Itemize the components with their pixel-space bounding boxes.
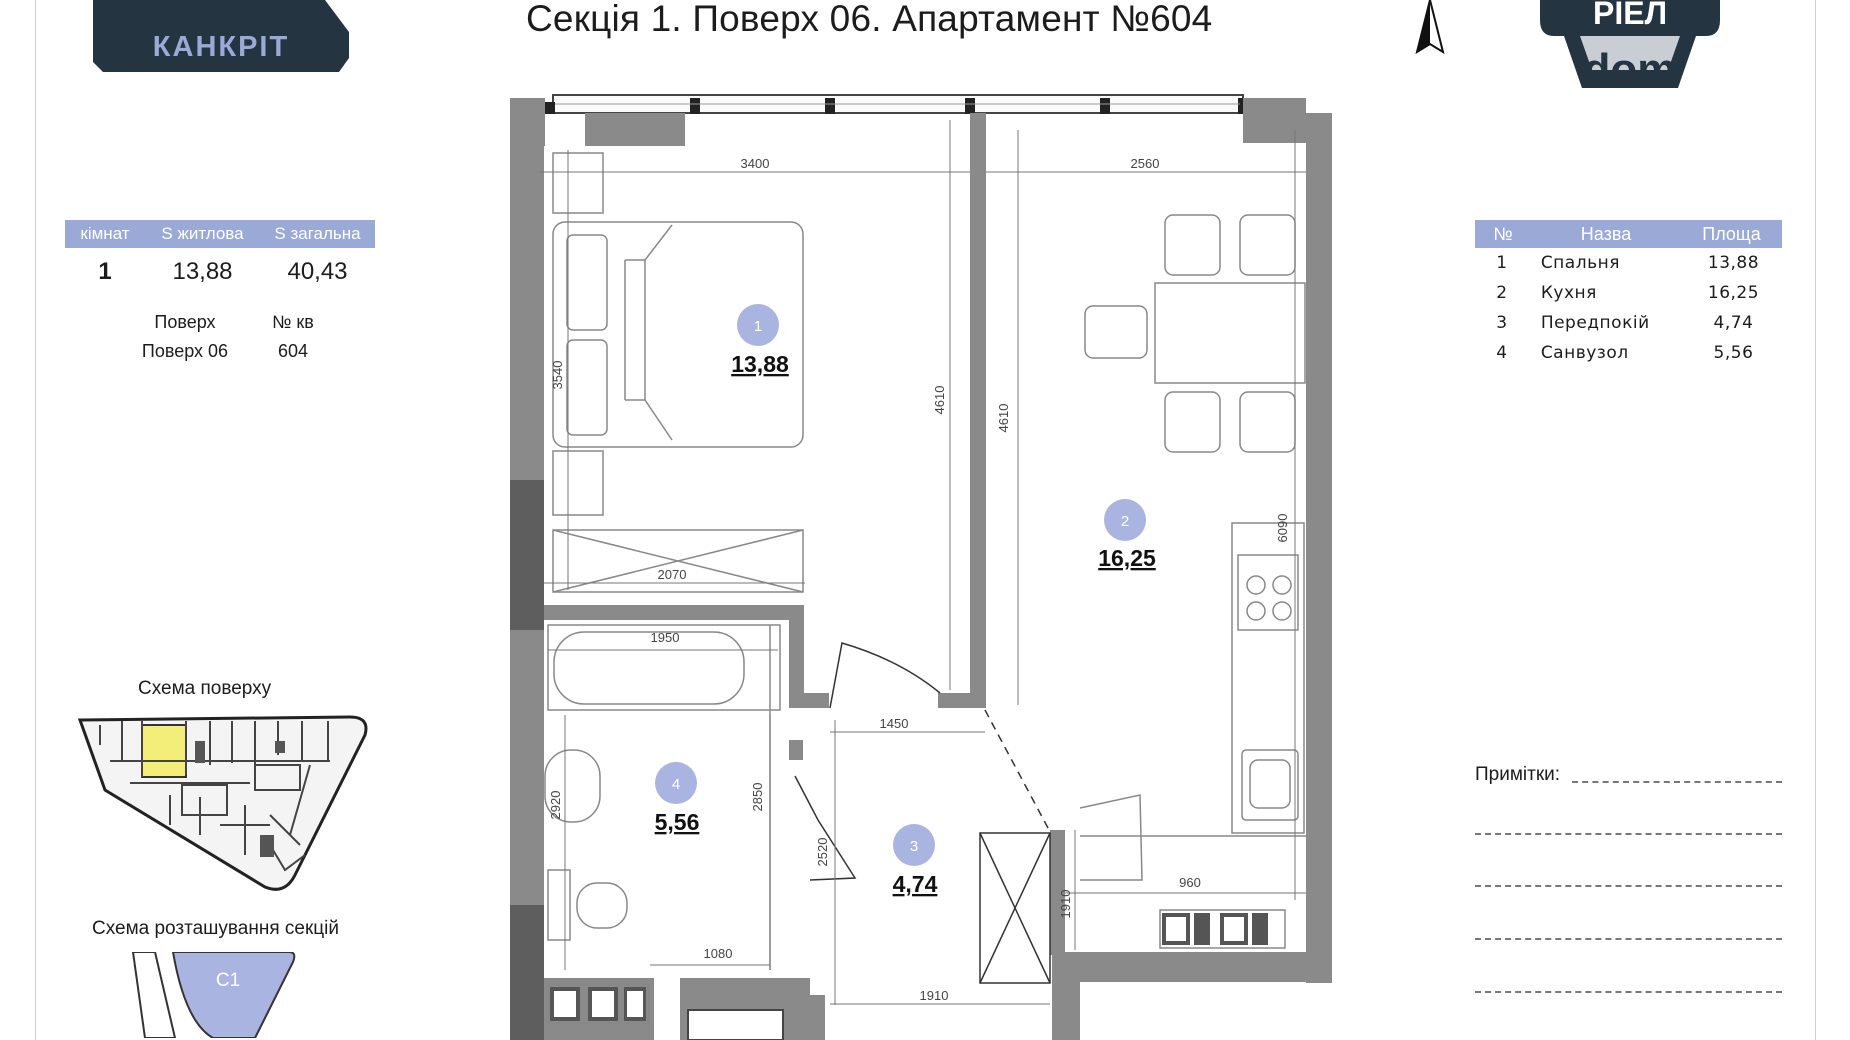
dimension-label: 1450 xyxy=(880,716,909,731)
doors xyxy=(794,642,1051,984)
dimension-lines xyxy=(540,120,1306,1005)
table-row: 1 Спальня 13,88 xyxy=(1475,248,1782,278)
floor-meta-floor-value: Поверх 06 xyxy=(141,341,229,361)
room-no: 3 xyxy=(1496,313,1508,333)
summary-header-rooms: кімнат xyxy=(80,224,130,243)
table-row: 4 Санвузол 5,56 xyxy=(1475,338,1782,368)
sections-scheme-label: Схема розташування секцій xyxy=(92,918,340,939)
summary-header-living-area: S житлова xyxy=(161,224,244,243)
note-line xyxy=(1475,833,1782,835)
summary-values-row: 1 13,88 40,43 xyxy=(65,248,375,296)
room-number-label: 3 xyxy=(910,838,918,855)
kitchen-furniture xyxy=(1079,214,1306,949)
note-line xyxy=(1475,885,1782,887)
room-number-label: 1 xyxy=(754,318,762,335)
dimension-label: 3400 xyxy=(741,156,770,171)
rooms-table: № Назва Площа 1 Спальня 13,88 2 Кухня 16… xyxy=(1475,220,1782,368)
frame-line-right xyxy=(1815,0,1816,1040)
north-arrow-icon xyxy=(1415,0,1445,55)
summary-header-total-area: S загальна xyxy=(274,224,361,243)
room-area-label: 13,88 xyxy=(731,351,789,377)
room-no: 1 xyxy=(1496,253,1508,273)
bedroom-furniture xyxy=(552,152,804,593)
room-name: Спальня xyxy=(1540,253,1620,273)
note-line xyxy=(1572,781,1782,783)
dimension-label: 2560 xyxy=(1131,156,1160,171)
floor-meta-floor-label: Поверх xyxy=(154,312,216,332)
floor-meta-header-row: Поверх № кв xyxy=(112,308,328,337)
room-marker-3 xyxy=(893,824,935,866)
dimension-label: 960 xyxy=(1179,875,1201,890)
room-area: 16,25 xyxy=(1707,283,1760,303)
brand-left-text: КАНКРІТ xyxy=(153,31,289,63)
dimension-label: 1080 xyxy=(704,946,733,961)
room-marker-2 xyxy=(1104,499,1146,541)
room-number-label: 2 xyxy=(1121,513,1129,530)
dimension-label: 2070 xyxy=(658,567,687,582)
note-line xyxy=(1475,991,1782,993)
floor-meta: Поверх № кв Поверх 06 604 xyxy=(112,308,328,366)
summary-rooms-value: 1 xyxy=(98,258,112,285)
room-area: 13,88 xyxy=(1707,253,1760,273)
rooms-header-no: № xyxy=(1493,223,1513,244)
rooms-header-name: Назва xyxy=(1580,223,1632,244)
section-c1-label: С1 xyxy=(216,970,240,991)
apartment-summary-table: кімнат S житлова S загальна 1 13,88 40,4… xyxy=(65,220,375,296)
dimension-label: 6090 xyxy=(1275,514,1290,543)
floor-meta-apt-label: № кв xyxy=(272,312,314,332)
brand-right-bottom-text: dom xyxy=(1584,45,1677,92)
room-number-label: 4 xyxy=(672,776,680,793)
frame-line-left xyxy=(35,0,36,1040)
summary-header-row: кімнат S житлова S загальна xyxy=(65,220,375,248)
sections-scheme-map: С1 xyxy=(131,952,296,1038)
rooms-header-area: Площа xyxy=(1702,223,1761,244)
room-name: Передпокій xyxy=(1540,313,1650,333)
dimension-label: 4610 xyxy=(932,386,947,415)
dimension-label: 2520 xyxy=(815,838,830,867)
room-marker-1 xyxy=(737,304,779,346)
outer-walls xyxy=(510,98,1332,1040)
floor-scheme-label: Схема поверху xyxy=(138,678,272,699)
dimension-label: 1910 xyxy=(920,988,949,1003)
floor-meta-apt-value: 604 xyxy=(277,341,309,361)
brand-right-top-text: РІЕЛ xyxy=(1593,0,1667,31)
summary-total-area-value: 40,43 xyxy=(287,258,348,285)
dimension-label: 1950 xyxy=(651,630,680,645)
room-name: Кухня xyxy=(1540,283,1597,303)
room-area-label: 16,25 xyxy=(1098,545,1156,571)
room-marker-4 xyxy=(655,762,697,804)
rooms-table-header: № Назва Площа xyxy=(1475,220,1782,248)
notes-label: Примітки: xyxy=(1475,764,1561,785)
room-area: 4,74 xyxy=(1713,313,1754,333)
brand-logo-right: РІЕЛ dom xyxy=(1540,0,1720,92)
floor-scheme-map xyxy=(77,715,368,891)
interior-walls xyxy=(544,113,986,1040)
page-title: Секція 1. Поверх 06. Апартамент №604 xyxy=(526,0,1213,39)
dimension-label: 4610 xyxy=(996,404,1011,433)
table-row: 3 Передпокій 4,74 xyxy=(1475,308,1782,338)
dimension-label: 2850 xyxy=(750,783,765,812)
table-row: 2 Кухня 16,25 xyxy=(1475,278,1782,308)
brand-logo-left: КАНКРІТ xyxy=(93,0,349,72)
room-markers: 1 13,88 2 16,25 3 4,74 4 5,56 xyxy=(655,304,1156,897)
note-line xyxy=(1475,938,1782,940)
room-no: 2 xyxy=(1496,283,1508,303)
room-area: 5,56 xyxy=(1713,343,1754,363)
room-area-label: 5,56 xyxy=(655,809,700,835)
summary-living-area-value: 13,88 xyxy=(172,258,233,285)
dimension-label: 3540 xyxy=(550,361,565,390)
dimension-label: 1910 xyxy=(1058,890,1073,919)
floor-meta-value-row: Поверх 06 604 xyxy=(112,337,328,366)
room-no: 4 xyxy=(1496,343,1508,363)
room-area-label: 4,74 xyxy=(893,871,938,897)
bathroom-fixtures xyxy=(544,624,781,1024)
room-name: Санвузол xyxy=(1540,343,1629,363)
dimension-label: 2920 xyxy=(548,791,563,820)
